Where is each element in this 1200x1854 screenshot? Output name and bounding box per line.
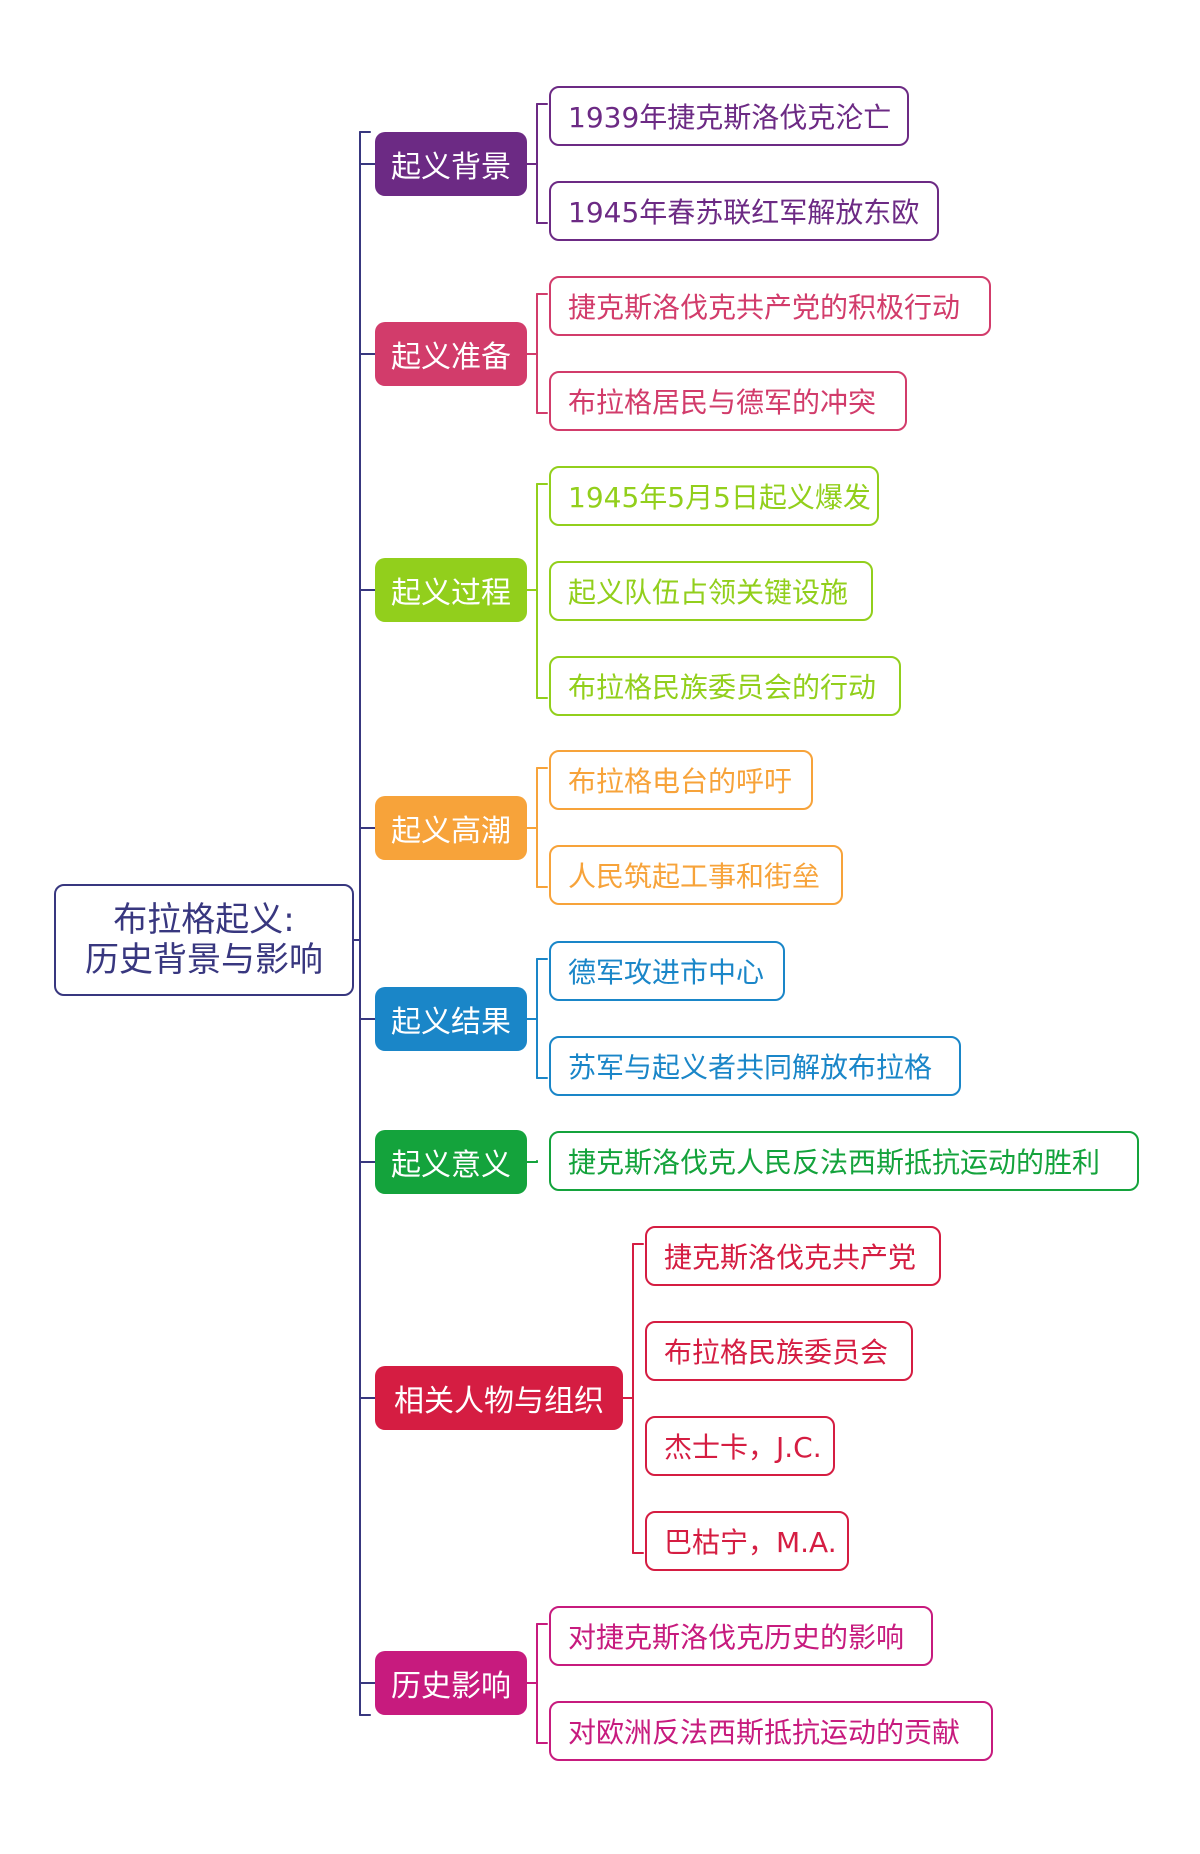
branch-uprising-preparation[interactable]: 起义准备: [375, 322, 527, 386]
branch-uprising-process[interactable]: 起义过程: [375, 558, 527, 622]
leaf-node[interactable]: 1939年捷克斯洛伐克沦亡: [549, 86, 909, 146]
leaf-node[interactable]: 对捷克斯洛伐克历史的影响: [549, 1606, 933, 1666]
root-title-line-2: 历史背景与影响: [85, 940, 323, 980]
branch-uprising-result[interactable]: 起义结果: [375, 987, 527, 1051]
leaf-node[interactable]: 起义队伍占领关键设施: [549, 561, 873, 621]
leaf-node[interactable]: 布拉格民族委员会: [645, 1321, 913, 1381]
root-title-line-1: 布拉格起义:: [113, 900, 295, 940]
branch-uprising-significance[interactable]: 起义意义: [375, 1130, 527, 1194]
leaf-node[interactable]: 1945年5月5日起义爆发: [549, 466, 879, 526]
leaf-node[interactable]: 苏军与起义者共同解放布拉格: [549, 1036, 961, 1096]
root-topic[interactable]: 布拉格起义: 历史背景与影响: [54, 884, 354, 996]
branch-uprising-climax[interactable]: 起义高潮: [375, 796, 527, 860]
leaf-node[interactable]: 布拉格电台的呼吁: [549, 750, 813, 810]
leaf-node[interactable]: 布拉格民族委员会的行动: [549, 656, 901, 716]
branch-historical-impact[interactable]: 历史影响: [375, 1651, 527, 1715]
leaf-node[interactable]: 捷克斯洛伐克人民反法西斯抵抗运动的胜利: [549, 1131, 1139, 1191]
leaf-node[interactable]: 捷克斯洛伐克共产党的积极行动: [549, 276, 991, 336]
leaf-node[interactable]: 人民筑起工事和街垒: [549, 845, 843, 905]
leaf-node[interactable]: 对欧洲反法西斯抵抗运动的贡献: [549, 1701, 993, 1761]
leaf-node[interactable]: 捷克斯洛伐克共产党: [645, 1226, 941, 1286]
leaf-node[interactable]: 布拉格居民与德军的冲突: [549, 371, 907, 431]
leaf-node[interactable]: 1945年春苏联红军解放东欧: [549, 181, 939, 241]
leaf-node[interactable]: 德军攻进市中心: [549, 941, 785, 1001]
branch-related-people-and-organizations[interactable]: 相关人物与组织: [375, 1366, 623, 1430]
leaf-node[interactable]: 杰士卡，J.C.: [645, 1416, 835, 1476]
leaf-node[interactable]: 巴枯宁，M.A.: [645, 1511, 849, 1571]
branch-uprising-background[interactable]: 起义背景: [375, 132, 527, 196]
